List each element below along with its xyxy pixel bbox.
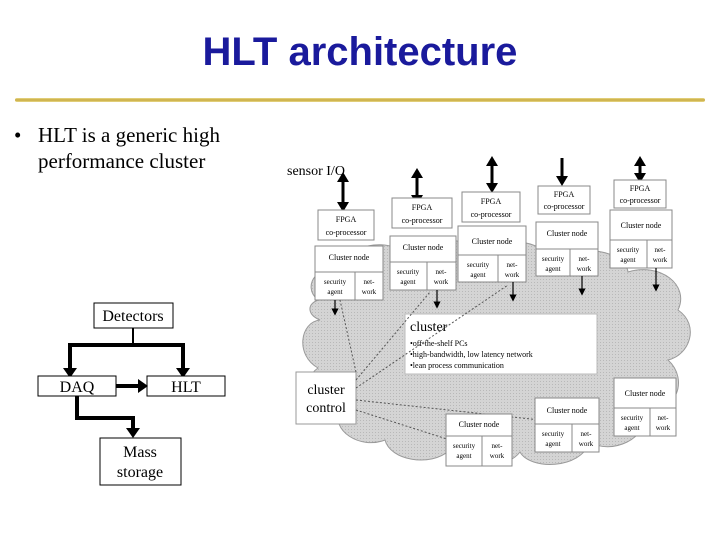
cluster-diagram: sensor I/O FPGA co-processor Cluster nod… xyxy=(287,156,691,467)
cluster-control-label-1: cluster xyxy=(307,383,345,398)
svg-text:Cluster node: Cluster node xyxy=(621,221,662,230)
hlt-label: HLT xyxy=(171,379,201,396)
flow-diagram: Detectors DAQ HLT Mass storage xyxy=(37,302,226,486)
svg-text:security: security xyxy=(542,255,565,263)
svg-text:FPGA: FPGA xyxy=(412,203,433,212)
svg-text:security: security xyxy=(324,278,347,286)
svg-text:Cluster node: Cluster node xyxy=(329,253,370,262)
cluster-item-3: •lean process communication xyxy=(410,361,504,370)
svg-text:Cluster node: Cluster node xyxy=(625,389,666,398)
cluster-description: cluster •off-the-shelf PCs •high-bandwid… xyxy=(404,313,598,375)
mass-storage-box xyxy=(99,437,182,486)
mass-storage-label-1: Mass xyxy=(123,444,157,461)
svg-text:net-: net- xyxy=(655,246,667,254)
svg-text:agent: agent xyxy=(545,440,560,448)
bullet-marker: • xyxy=(14,123,22,147)
svg-text:work: work xyxy=(579,440,594,448)
svg-text:work: work xyxy=(656,424,671,432)
svg-text:security: security xyxy=(621,414,644,422)
control-links xyxy=(339,284,541,441)
svg-text:Cluster node: Cluster node xyxy=(547,229,588,238)
svg-text:Cluster node: Cluster node xyxy=(472,237,513,246)
svg-text:co-processor: co-processor xyxy=(620,196,661,205)
svg-text:co-processor: co-processor xyxy=(544,202,585,211)
svg-text:agent: agent xyxy=(470,271,485,279)
daq-label: DAQ xyxy=(60,379,95,396)
node-group-6: Cluster node security agent net- work xyxy=(445,413,513,467)
svg-text:agent: agent xyxy=(456,452,471,460)
svg-text:net-: net- xyxy=(579,255,591,263)
svg-text:FPGA: FPGA xyxy=(554,190,575,199)
svg-text:security: security xyxy=(542,430,565,438)
cluster-control: cluster control xyxy=(295,371,357,425)
node-group-7: Cluster node security agent net- work xyxy=(534,397,600,453)
svg-text:agent: agent xyxy=(327,288,342,296)
svg-text:work: work xyxy=(577,265,592,273)
node-group-8: Cluster node security agent net- work xyxy=(613,377,677,437)
svg-text:net-: net- xyxy=(436,268,448,276)
svg-text:FPGA: FPGA xyxy=(630,184,651,193)
svg-text:agent: agent xyxy=(624,424,639,432)
bullet-text: HLT is a generic high performance cluste… xyxy=(38,123,220,173)
svg-text:co-processor: co-processor xyxy=(471,210,512,219)
node-group-5: FPGA co-processor Cluster node security … xyxy=(609,179,673,269)
node-group-3: FPGA co-processor Cluster node security … xyxy=(457,191,527,283)
slide-title: HLT architecture xyxy=(202,30,518,74)
cluster-item-1: •off-the-shelf PCs xyxy=(410,339,468,348)
node-group-4: FPGA co-processor Cluster node security … xyxy=(535,185,599,277)
svg-text:net-: net- xyxy=(507,261,519,269)
svg-text:security: security xyxy=(453,442,476,450)
svg-text:work: work xyxy=(653,256,668,264)
svg-text:FPGA: FPGA xyxy=(481,197,502,206)
svg-text:FPGA: FPGA xyxy=(336,215,357,224)
sensor-io-label: sensor I/O xyxy=(287,164,345,179)
svg-text:work: work xyxy=(490,452,505,460)
svg-text:agent: agent xyxy=(400,278,415,286)
svg-text:security: security xyxy=(397,268,420,276)
svg-text:net-: net- xyxy=(581,430,593,438)
svg-text:net-: net- xyxy=(658,414,670,422)
svg-text:security: security xyxy=(617,246,640,254)
svg-text:net-: net- xyxy=(364,278,376,286)
svg-text:agent: agent xyxy=(620,256,635,264)
node-group-1: FPGA co-processor Cluster node security … xyxy=(314,209,384,301)
svg-text:Cluster node: Cluster node xyxy=(459,420,500,429)
svg-text:co-processor: co-processor xyxy=(326,228,367,237)
detector-split-arrow xyxy=(68,343,185,374)
svg-text:work: work xyxy=(362,288,377,296)
svg-text:security: security xyxy=(467,261,490,269)
svg-text:work: work xyxy=(434,278,449,286)
svg-text:work: work xyxy=(505,271,520,279)
detectors-label: Detectors xyxy=(102,308,163,325)
svg-text:Cluster node: Cluster node xyxy=(403,243,444,252)
title-underline xyxy=(15,98,705,102)
svg-text:agent: agent xyxy=(545,265,560,273)
node-group-2: FPGA co-processor Cluster node security … xyxy=(389,197,457,291)
svg-text:net-: net- xyxy=(492,442,504,450)
mass-storage-label-2: storage xyxy=(117,464,163,481)
cluster-control-label-2: control xyxy=(306,401,346,416)
daq-to-storage-arrow xyxy=(75,396,135,430)
svg-text:co-processor: co-processor xyxy=(402,216,443,225)
svg-text:Cluster node: Cluster node xyxy=(547,406,588,415)
cluster-heading: cluster xyxy=(410,320,448,335)
cluster-item-2: •high-bandwidth, low latency network xyxy=(410,350,533,359)
